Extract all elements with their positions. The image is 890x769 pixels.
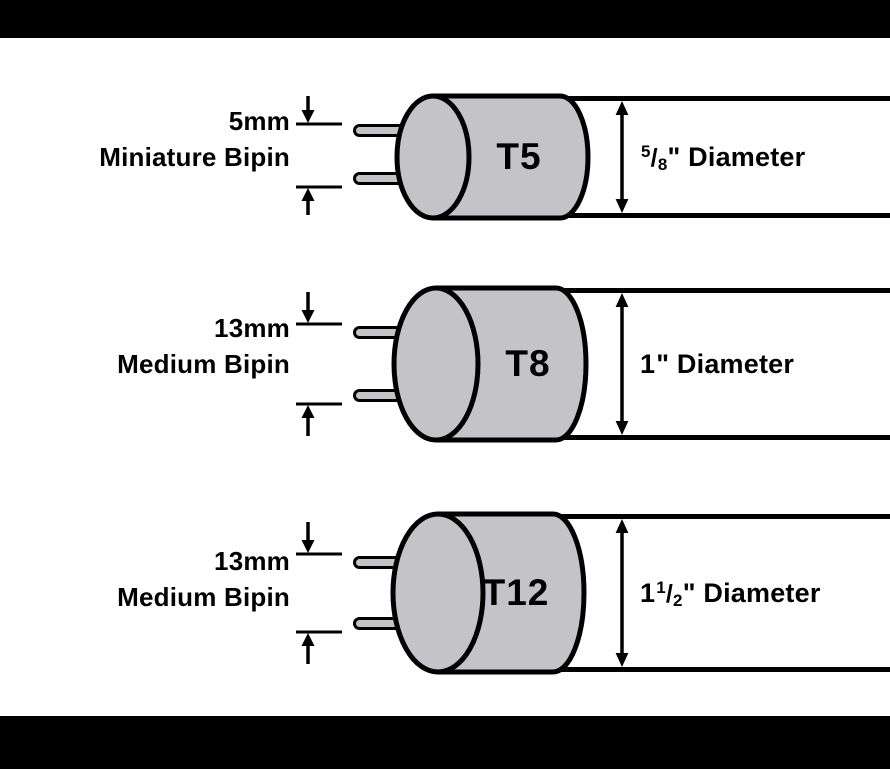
top-letterbox-bar <box>0 0 890 38</box>
diameter-arrow-icon <box>615 519 629 667</box>
pin-size-text: 13mm <box>214 313 290 343</box>
diameter-label: 5/8" Diameter <box>640 139 805 179</box>
base-label-t5: 5mm Miniature Bipin <box>0 103 290 175</box>
base-label-t12: 13mm Medium Bipin <box>0 543 290 615</box>
tube-designation: T5 <box>496 136 542 177</box>
tube-designation: T12 <box>482 572 550 613</box>
base-type-text: Miniature Bipin <box>99 142 290 172</box>
tube-wall <box>545 96 890 218</box>
diameter-whole: 1 <box>640 578 656 608</box>
base-type-text: Medium Bipin <box>117 349 290 379</box>
diameter-label: 1" Diameter <box>640 346 794 386</box>
tube-wall <box>545 514 890 672</box>
pin-size-text: 5mm <box>228 106 290 136</box>
base-label-t8: 13mm Medium Bipin <box>0 310 290 382</box>
diameter-fraction-slash: / <box>650 144 658 172</box>
tube-wall <box>545 288 890 440</box>
pin-spacing-measure-icon <box>296 96 342 215</box>
diameter-fraction-denominator: 2 <box>673 591 683 610</box>
pin-spacing-measure-icon <box>296 292 342 436</box>
diameter-suffix: " Diameter <box>682 578 821 608</box>
bottom-letterbox-bar <box>0 716 890 769</box>
diameter-suffix: " Diameter <box>656 349 795 379</box>
diameter-label: 11/2" Diameter <box>640 575 821 615</box>
diameter-arrow-icon <box>615 293 629 435</box>
base-type-text: Medium Bipin <box>117 582 290 612</box>
diameter-fraction-numerator: 1 <box>656 578 666 597</box>
diameter-whole: 1 <box>640 349 656 379</box>
tube-end-cap-icon <box>394 93 591 221</box>
diameter-arrow-icon <box>615 101 629 213</box>
tube-designation: T8 <box>505 343 551 384</box>
tube-end-cap-icon <box>390 511 587 675</box>
diameter-fraction-numerator: 5 <box>641 142 651 161</box>
tube-end-cap-icon <box>391 285 589 443</box>
diameter-fraction-denominator: 8 <box>657 155 668 174</box>
pin-spacing-measure-icon <box>296 522 342 664</box>
diameter-suffix: " Diameter <box>667 142 806 172</box>
pin-size-text: 13mm <box>214 546 290 576</box>
diameter-fraction-slash: / <box>665 580 674 608</box>
